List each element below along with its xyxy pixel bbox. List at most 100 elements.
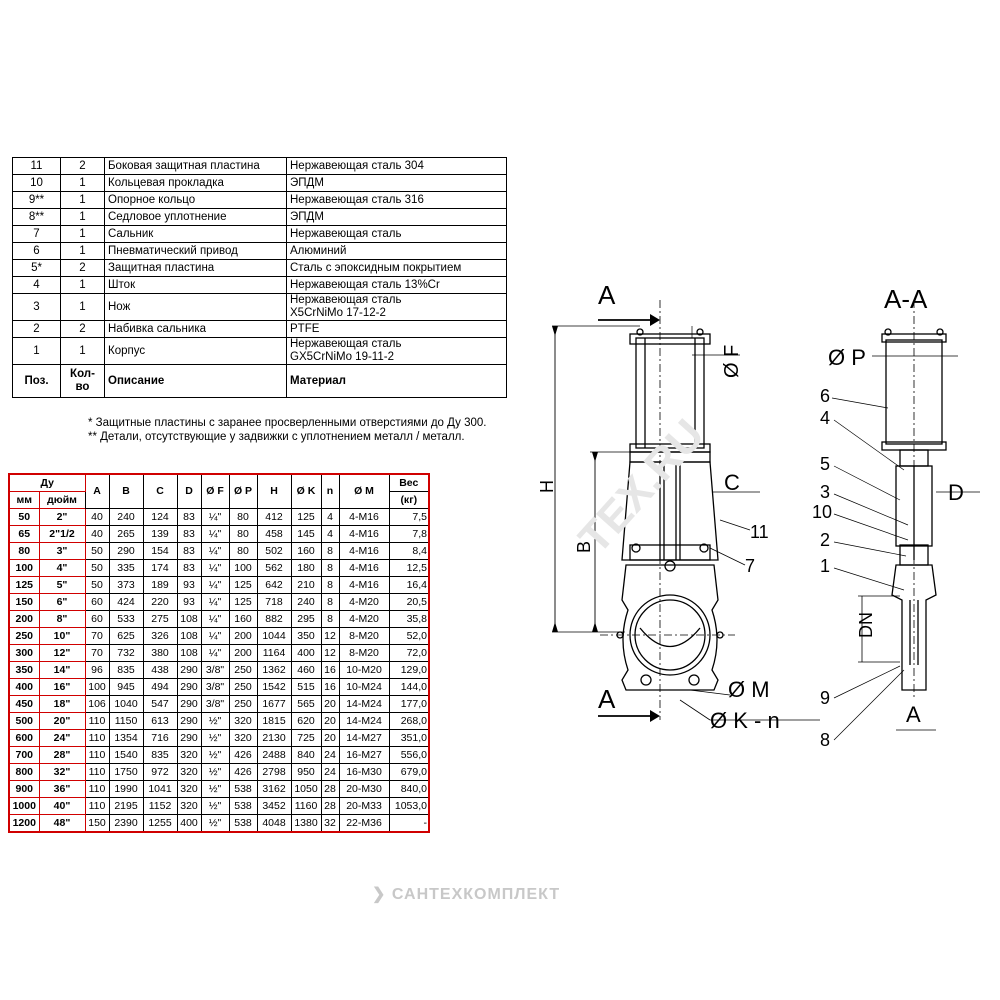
callout-6: 6: [820, 386, 830, 406]
callout-3: 3: [820, 482, 830, 502]
valve-body: [621, 564, 719, 691]
part-material-line: Сталь с эпоксидным покрытием: [290, 261, 462, 274]
part-description: Сальник: [104, 225, 287, 243]
dim-f: ½": [200, 797, 230, 815]
callout-4: 4: [820, 408, 830, 428]
dn-mm: 350: [8, 661, 40, 679]
header-c: C: [142, 473, 178, 509]
callout-11: 11: [750, 522, 769, 542]
notes: * Защитные пластины с заранее просверлен…: [88, 416, 487, 444]
dim-h-label: H: [537, 480, 557, 493]
dim-kn-label: Ø K - n: [710, 708, 780, 733]
dim-b: 1040: [108, 695, 144, 713]
dim-m: 22-M36: [338, 814, 390, 833]
dn-inch: 20": [38, 712, 86, 730]
callout-1: 1: [820, 556, 830, 576]
header-description: Описание: [104, 364, 287, 398]
dim-m: 20-M33: [338, 797, 390, 815]
dim-m: 20-M30: [338, 780, 390, 798]
dim-a: 110: [84, 763, 110, 781]
header-mm: мм: [8, 491, 40, 509]
dim-d: 320: [176, 780, 202, 798]
dim-a: 110: [84, 729, 110, 747]
header-p: Ø P: [228, 473, 258, 509]
dim-f: ½": [200, 746, 230, 764]
dim-b: 533: [108, 610, 144, 628]
header-f: Ø F: [200, 473, 230, 509]
header-a: A: [84, 473, 110, 509]
dim-h: 4048: [256, 814, 292, 833]
dim-k: 1050: [290, 780, 322, 798]
dim-h: 2130: [256, 729, 292, 747]
watermark-diagonal: ТЕХ.RU: [570, 410, 714, 563]
header-material: Материал: [286, 364, 507, 398]
weight: 1053,0: [388, 797, 430, 815]
dim-h: 502: [256, 542, 292, 560]
dim-m-label: Ø M: [728, 677, 770, 702]
dim-c: 1152: [142, 797, 178, 815]
callout-9: 9: [820, 688, 830, 708]
dim-m: 4-M16: [338, 542, 390, 560]
dn-mm: 250: [8, 627, 40, 645]
part-material-line: PTFE: [290, 322, 320, 335]
callout-7: 7: [745, 556, 755, 576]
dim-b-label: B: [574, 541, 594, 553]
watermark-logo: ❯ САНТЕХКОМПЛЕКТ: [372, 886, 561, 903]
part-material-line: Алюминий: [290, 244, 347, 257]
callout-2: 2: [820, 530, 830, 550]
part-material-line: Нержавеющая сталь 304: [290, 159, 424, 172]
dn-mm: 500: [8, 712, 40, 730]
part-material-line-2: X5CrNiMo 17-12-2: [290, 307, 386, 319]
part-description: Боковая защитная пластина: [104, 157, 287, 175]
dim-k: 1380: [290, 814, 322, 833]
dim-a: 106: [84, 695, 110, 713]
dim-p: 250: [228, 695, 258, 713]
part-material-line: Нержавеющая сталь: [290, 338, 402, 350]
dim-p-label: Ø P: [828, 345, 866, 370]
weight: 35,8: [388, 610, 430, 628]
header-weight-unit: (кг): [388, 491, 430, 509]
dimensions-table: Ду A B C D Ø F Ø P H Ø K n Ø M Вес мм дю…: [8, 473, 430, 833]
dim-b: 1990: [108, 780, 144, 798]
weight: -: [388, 814, 430, 833]
dim-p: 320: [228, 712, 258, 730]
dim-h: 1362: [256, 661, 292, 679]
valve-bore: [629, 594, 711, 676]
callout-10: 10: [812, 502, 832, 522]
dim-m: 4-M20: [338, 610, 390, 628]
part-material: Нержавеющая сталь: [286, 225, 507, 243]
header-k: Ø K: [290, 473, 322, 509]
dim-h: 882: [256, 610, 292, 628]
dim-m: 4-M16: [338, 559, 390, 577]
part-material: Нержавеющая сталь 13%Cr: [286, 276, 507, 294]
dim-k: 460: [290, 661, 322, 679]
dim-c-label: C: [724, 470, 740, 495]
dim-k: 1160: [290, 797, 322, 815]
weight: 679,0: [388, 763, 430, 781]
dim-k: 950: [290, 763, 322, 781]
part-material-line: Нержавеющая сталь 13%Cr: [290, 278, 440, 291]
dim-h: 2798: [256, 763, 292, 781]
callout-8: 8: [820, 730, 830, 750]
dim-c: 154: [142, 542, 178, 560]
actuator-cylinder: [635, 337, 705, 449]
dim-b: 625: [108, 627, 144, 645]
dim-b: 1150: [108, 712, 144, 730]
